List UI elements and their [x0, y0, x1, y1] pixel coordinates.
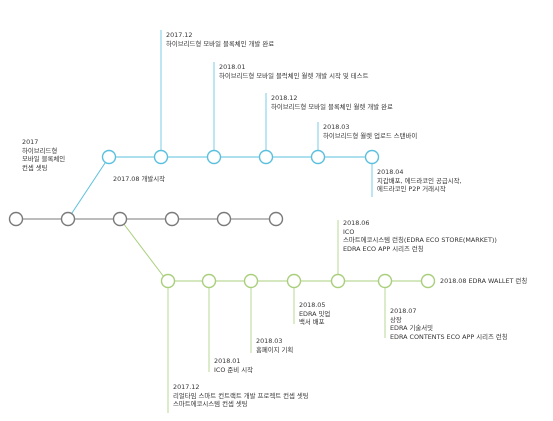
label-line: 홈페이지 기획: [256, 345, 294, 354]
milestone-label-g6: 2018.08 EDRA WALLET 런칭: [440, 277, 527, 286]
milestone-label-b1: 2017.12 하이브리드형 모바일 블록체인 개발 완료: [166, 31, 274, 48]
gray-node: [8, 211, 24, 227]
label-line: 상장: [390, 315, 402, 324]
label-line: 하이브리드형 모바일 블록체인 월렛 개발 완료: [271, 102, 393, 111]
label-leader-lines: [160, 30, 386, 413]
milestone-label-b3: 2018.12 하이브리드형 모바일 블록체인 월렛 개발 완료: [271, 94, 393, 111]
label-line: 2017.12: [173, 383, 200, 391]
green-branch-connector: [119, 218, 168, 282]
green-node: [243, 273, 259, 289]
label-line: 2018.12: [271, 94, 298, 102]
milestone-label-b2: 2018.01 하이브리드형 모바일 블럭체인 월렛 개발 시작 및 테스트: [219, 63, 368, 80]
label-line: 2017.12: [166, 31, 193, 39]
milestone-label-b4: 2018.03 하이브리드형 월렛 업로드 스탠바이: [323, 123, 417, 140]
label-line: 지갑배포, 에드라코인 공급시작,: [377, 176, 462, 185]
label-line: ICO: [343, 227, 355, 236]
green-node: [330, 273, 346, 289]
milestone-label-g2: 2018.03 홈페이지 기획: [256, 337, 293, 354]
milestone-label-g0: 2017.12 리얼타임 스마트 컨트랙트 개발 프로젝트 컨셉 셋팅 스마트에…: [173, 383, 309, 409]
label-line: 하이브리드형 월렛 업로드 스탠바이: [323, 131, 418, 140]
milestone-label-g3: 2018.05 EDRA 밋업 백서 배포: [299, 301, 330, 327]
green-node: [160, 273, 176, 289]
blue-node: [101, 149, 117, 165]
label-line: 스마트에코시스템 컨셉 셋팅: [173, 400, 248, 409]
blue-node: [364, 149, 380, 165]
gray-node: [60, 211, 76, 227]
label-line: 2018.08 EDRA WALLET 런칭: [440, 277, 528, 285]
label-line: 2018.01: [214, 357, 241, 365]
green-node: [377, 273, 393, 289]
blue-node: [258, 149, 274, 165]
label-line: 모바일 블록체인: [22, 155, 66, 164]
label-line: 하이브리드형 모바일 블록체인 개발 완료: [166, 39, 275, 48]
milestone-label-b5: 2018.04 지갑배포, 에드라코인 공급시작, 에드라코인 P2P 거래시작: [377, 168, 462, 194]
label-line: 리얼타임 스마트 컨트랙트 개발 프로젝트 컨셉 셋팅: [173, 391, 309, 400]
label-line: EDRA CONTENTS ECO APP 시리즈 런칭: [390, 332, 508, 341]
blue-node: [310, 149, 326, 165]
milestone-label-root: 2017 하이브리드형 모바일 블록체인 컨셉 셋팅: [22, 138, 65, 172]
label-line: 2018.05: [299, 301, 326, 309]
label-line: 2017: [22, 138, 39, 146]
blue-node: [153, 149, 169, 165]
milestone-label-g4: 2018.06 ICO 스마트에코시스템 런칭(EDRA ECO STORE(M…: [343, 219, 497, 253]
label-line: 2018.03: [323, 123, 350, 131]
label-line: 컨셉 셋팅: [22, 163, 48, 172]
label-line: 백서 배포: [299, 318, 325, 327]
label-line: EDRA 밋업: [299, 309, 331, 318]
label-line: 2018.07: [390, 307, 417, 315]
milestone-label-g1: 2018.01 ICO 준비 시작: [214, 357, 253, 374]
green-node: [420, 273, 436, 289]
milestone-label-b0: 2017.08 개발시작: [113, 175, 165, 184]
blue-node: [206, 149, 222, 165]
green-node: [286, 273, 302, 289]
milestone-label-g5: 2018.07 상장 EDRA 기술서밋 EDRA CONTENTS ECO A…: [390, 307, 508, 341]
label-line: 2018.06: [343, 219, 370, 227]
green-node: [201, 273, 217, 289]
label-line: EDRA ECO APP 시리즈 런칭: [343, 244, 424, 253]
label-line: 2017.08 개발시작: [113, 175, 165, 183]
gray-node: [268, 211, 284, 227]
label-line: 2018.01: [219, 63, 246, 71]
timeline-nodes: [8, 149, 436, 289]
label-line: 2018.03: [256, 337, 283, 345]
gray-node: [164, 211, 180, 227]
label-line: 하이브리드형 모바일 블럭체인 월렛 개발 시작 및 테스트: [219, 71, 369, 80]
label-line: 스마트에코시스템 런칭(EDRA ECO STORE(MARKET)): [343, 236, 497, 245]
gray-node: [112, 211, 128, 227]
label-line: 2018.04: [377, 168, 404, 176]
label-line: ICO 준비 시작: [214, 365, 253, 374]
gray-node: [216, 211, 232, 227]
blue-branch-connector: [67, 156, 110, 220]
label-line: 에드라코인 P2P 거래시작: [377, 185, 446, 194]
label-line: 하이브리드형: [22, 146, 58, 155]
label-line: EDRA 기술서밋: [390, 324, 434, 333]
